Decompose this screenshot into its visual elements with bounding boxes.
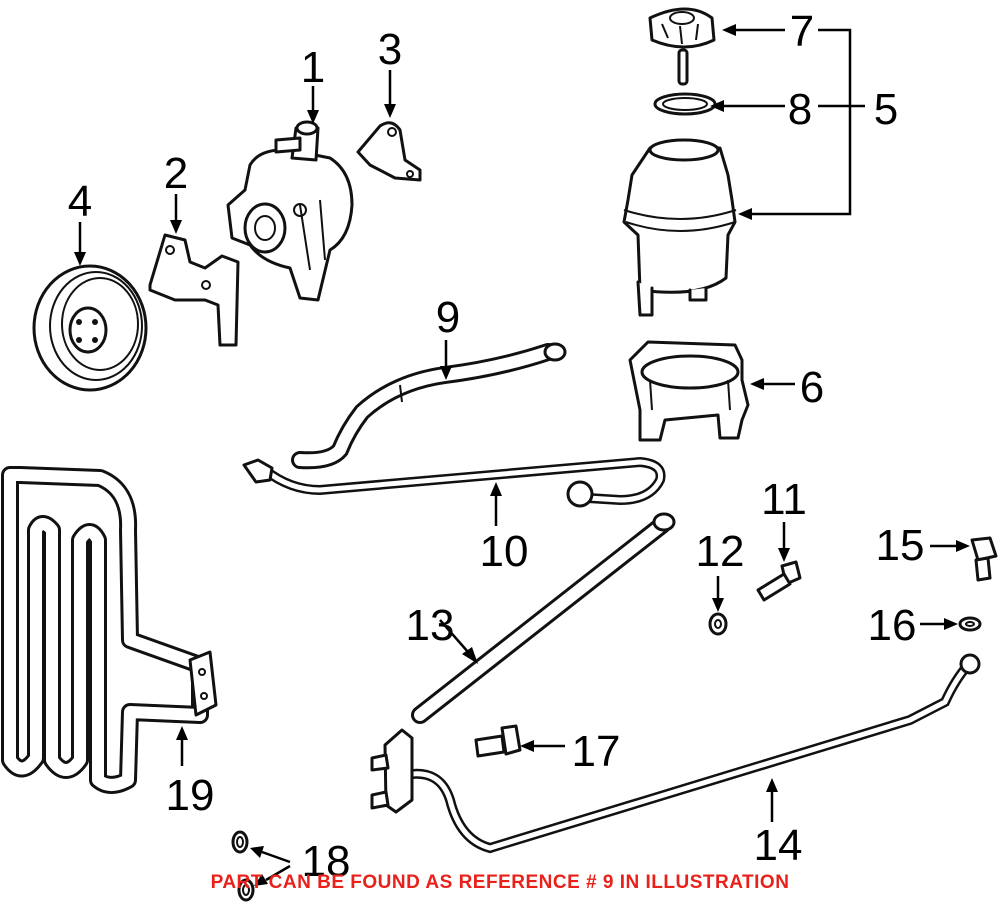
callout-19: 19 — [166, 771, 215, 820]
reservoir-cap-part — [648, 7, 716, 86]
callout-1: 1 — [301, 43, 325, 92]
reservoir-part — [622, 138, 737, 317]
callout-14: 14 — [754, 821, 803, 870]
oil-cooler-part — [1, 466, 218, 794]
bolt-part — [756, 560, 802, 602]
steering-pump-part — [226, 120, 354, 302]
callout-15: 15 — [876, 521, 925, 570]
return-hose-part — [411, 512, 676, 724]
callout-8: 8 — [788, 85, 812, 134]
callout-13: 13 — [406, 601, 455, 650]
suction-hose-part — [291, 342, 567, 470]
seal-washer-part — [958, 616, 982, 632]
callout-2: 2 — [164, 149, 188, 198]
callout-3: 3 — [378, 25, 402, 74]
callout-12: 12 — [696, 527, 745, 576]
reference-footnote: PART CAN BE FOUND AS REFERENCE # 9 IN IL… — [210, 872, 790, 893]
mount-bracket-part — [356, 121, 422, 182]
mount-bolt-part — [474, 724, 522, 758]
callout-16: 16 — [868, 601, 917, 650]
callout-6: 6 — [800, 363, 824, 412]
pulley-part — [32, 264, 148, 392]
callout-9: 9 — [436, 293, 460, 342]
sealing-ring-part — [231, 830, 255, 902]
banjo-bolt-part — [970, 536, 998, 582]
callout-18: 18 — [302, 837, 351, 886]
pressure-line-part — [242, 456, 666, 508]
callout-17: 17 — [572, 727, 621, 776]
o-ring-part — [653, 92, 717, 116]
callout-4: 4 — [68, 177, 92, 226]
bracket-part — [148, 233, 240, 347]
reservoir-holder-part — [628, 340, 750, 442]
return-line-part — [370, 653, 981, 854]
callout-7: 7 — [790, 7, 814, 56]
washer-part — [708, 612, 728, 636]
callout-10: 10 — [480, 527, 529, 576]
callout-11: 11 — [761, 475, 807, 524]
callout-5: 5 — [874, 85, 898, 134]
